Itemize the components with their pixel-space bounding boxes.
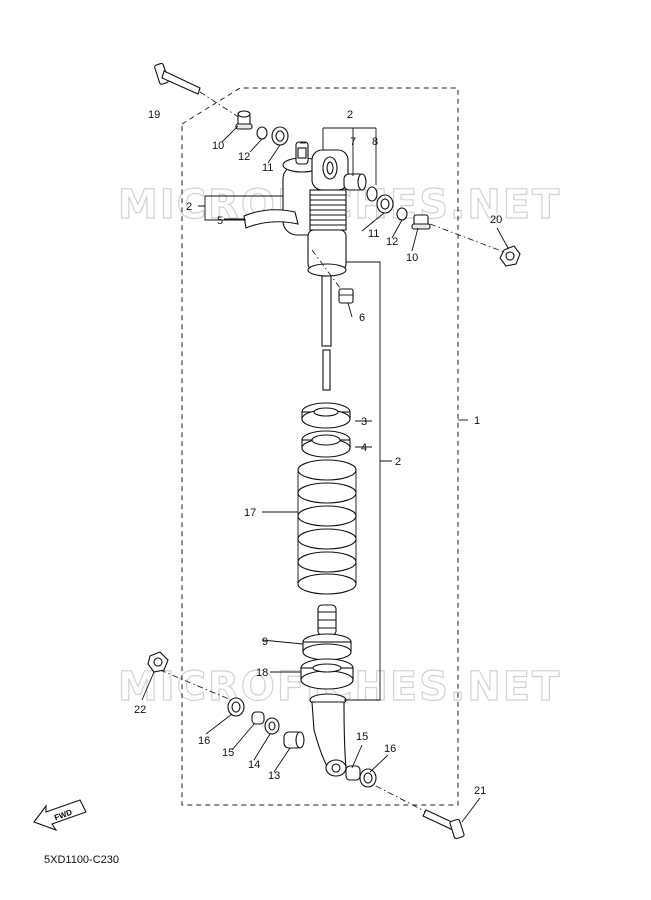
- callout-15-left: 15: [222, 747, 234, 759]
- callout-17: 17: [244, 507, 256, 519]
- shock-upper-body: [307, 149, 349, 347]
- seal-16-right: [359, 768, 377, 788]
- bushing-13: [283, 731, 305, 749]
- callout-7: 7: [350, 136, 356, 148]
- collar-10-right: [411, 214, 431, 230]
- callout-1: 1: [474, 415, 480, 427]
- seal-11-right: [376, 194, 394, 214]
- callout-19: 19: [148, 109, 160, 121]
- nut-22: [147, 651, 169, 673]
- nut-6: [338, 288, 354, 304]
- leader-20: [429, 223, 505, 253]
- bracket-2-left: [198, 195, 283, 221]
- callout-11-left: 11: [262, 162, 273, 174]
- collar-15-left: [251, 711, 265, 725]
- ring-nut-4: [301, 430, 351, 458]
- seal-11-left: [271, 126, 289, 146]
- collar-15-right: [345, 765, 361, 781]
- leader-6: [311, 249, 347, 297]
- leader-19: [199, 91, 241, 119]
- collar-10-left: [235, 110, 253, 130]
- ring-nut-3: [301, 402, 351, 429]
- callout-12-right: 12: [386, 236, 398, 248]
- callout-4: 4: [361, 442, 367, 454]
- spring-17: [297, 459, 357, 595]
- fwd-arrow-icon: FWD: [33, 799, 87, 832]
- callout-15-right: 15: [356, 731, 368, 743]
- bushing-7: [343, 173, 367, 191]
- callout-12-left: 12: [238, 151, 250, 163]
- leader-21: [375, 785, 431, 815]
- callout-8: 8: [372, 136, 378, 148]
- callout-9: 9: [262, 636, 268, 648]
- callout-3: 3: [361, 416, 367, 428]
- callout-11-right: 11: [368, 228, 379, 240]
- callout-16-left: 16: [198, 735, 210, 747]
- callout-leaders: [141, 125, 509, 823]
- bolt-21: [422, 809, 465, 840]
- bracket-2-right: [344, 261, 392, 701]
- rod: [322, 349, 331, 391]
- callout-14: 14: [248, 759, 260, 771]
- bolt-19: [154, 62, 201, 95]
- callout-20: 20: [490, 214, 502, 226]
- callout-18: 18: [256, 667, 268, 679]
- leader-22: [159, 669, 237, 703]
- callout-21: 21: [474, 785, 486, 797]
- callout-16-right: 16: [384, 743, 396, 755]
- diagram-code: 5XD1100-C230: [44, 854, 119, 866]
- seal-16-left: [227, 697, 245, 717]
- callout-13: 13: [268, 770, 280, 782]
- oring-12-right: [396, 207, 408, 221]
- callout-10-left: 10: [212, 140, 224, 152]
- bracket-2-top: [322, 127, 377, 185]
- lower-clevis: [309, 693, 347, 777]
- nut-20: [499, 245, 521, 267]
- band-5: [243, 209, 299, 229]
- callout-10-right: 10: [406, 252, 418, 264]
- callout-2-left: 2: [186, 201, 192, 213]
- oring-12-left: [256, 126, 268, 140]
- callout-2-top: 2: [347, 109, 353, 121]
- bump-stop: [317, 604, 337, 636]
- callout-22: 22: [134, 704, 146, 716]
- callout-2-right: 2: [395, 456, 401, 468]
- seal-14: [264, 717, 280, 735]
- callout-6: 6: [359, 312, 365, 324]
- cover-9: [302, 633, 352, 661]
- seal-8: [366, 186, 378, 202]
- assembly-boundary: [181, 87, 459, 806]
- spring-seat-18: [300, 658, 354, 690]
- callout-5: 5: [217, 215, 223, 227]
